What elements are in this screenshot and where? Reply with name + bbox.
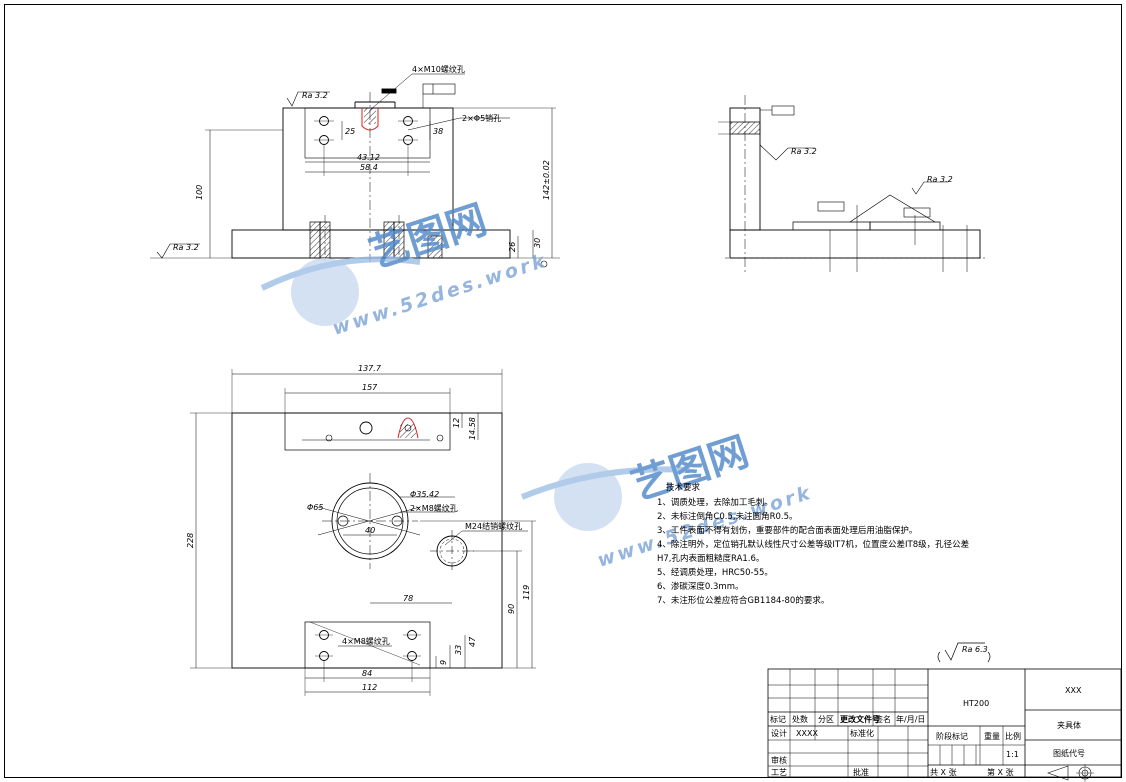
side-rough-top: Ra 3.2 — [791, 147, 817, 156]
rough-base-label: Ra 3.2 — [173, 243, 199, 252]
dim-112: 112 — [362, 683, 377, 692]
m8-upper-callout: 2×M8螺纹孔 — [410, 503, 458, 513]
dim-43-12: 43.12 — [357, 153, 380, 162]
note-4b: H7,孔内表面粗糙度RA1.6。 — [657, 553, 764, 564]
dim-25: 25 — [345, 127, 355, 136]
note-7: 7、未注形位公差应符合GB1184-80的要求。 — [657, 595, 829, 606]
dim-84: 84 — [362, 669, 372, 678]
scale-value: 1:1 — [1006, 750, 1019, 759]
watermark-brand-1: 艺图网 — [364, 197, 492, 278]
hdr-change-no: 更改文件号 — [840, 714, 880, 724]
note-2: 2、未标注倒角C0.5,未注圆角R0.5。 — [657, 511, 798, 522]
watermark-url-1: www.52des.work — [330, 249, 551, 339]
weight-label: 重量 — [984, 731, 1000, 741]
dim-9: 9 — [439, 660, 448, 665]
pin-callout: 2×Φ5销孔 — [462, 113, 501, 123]
design-label: 设计 — [771, 728, 787, 738]
plan-view-labels: 137.7 157 12 14.58 228 Φ65 Φ35.42 2×M8螺纹… — [186, 364, 531, 692]
dim-100: 100 — [195, 185, 204, 200]
dim-40: 40 — [365, 526, 375, 535]
dim-58-4: 58.4 — [360, 163, 378, 172]
hdr-mark: 标记 — [770, 714, 786, 724]
dim-78: 78 — [403, 594, 413, 603]
stage-mark: 阶段标记 — [936, 731, 968, 741]
process-label: 工艺 — [771, 768, 787, 777]
material: HT200 — [963, 699, 989, 708]
dim-30: 30 — [533, 238, 542, 248]
dim-228: 228 — [186, 533, 195, 548]
approve-label: 批准 — [853, 767, 869, 777]
note-5: 5、经调质处理，HRC50-55。 — [657, 567, 773, 578]
standardize-label: 标准化 — [850, 728, 874, 738]
note-4: 4、除注明外，定位销孔默认线性尺寸公差等级IT7机，位置度公差IT8级，孔径公差 — [657, 539, 969, 550]
side-view — [718, 95, 985, 272]
front-view-labels: Ra 3.2 Ra 3.2 4×M10螺纹孔 2×Φ5销孔 43.12 58.4… — [173, 64, 551, 252]
designer-value: XXXX — [796, 729, 818, 738]
sheet-number: 第 X 张 — [987, 767, 1014, 777]
side-view-labels: Ra 3.2 Ra 3.2 — [791, 147, 953, 184]
dim-12: 12 — [452, 418, 461, 428]
watermark-logo-1: 艺图网 www.52des.work — [260, 197, 551, 340]
thread-callout: 4×M10螺纹孔 — [412, 64, 465, 74]
sheet-border — [4, 4, 1122, 778]
note-3: 3、工件表面不得有划伤，重要部件的配合面表面处理后用油脂保护。 — [657, 525, 917, 536]
review-label: 审核 — [771, 755, 787, 765]
company: XXX — [1065, 686, 1082, 695]
sheet-total: 共 X 张 — [930, 768, 957, 777]
general-roughness: Ra 6.3 — [937, 642, 991, 663]
front-view — [150, 73, 560, 268]
dim-119: 119 — [522, 585, 531, 600]
general-roughness-label: Ra 6.3 — [962, 645, 988, 654]
dim-137-7: 137.7 — [358, 364, 382, 373]
drawing-number: 图纸代号 — [1053, 748, 1085, 758]
title-block-text: HT200 XXX 夹具体 图纸代号 阶段标记 重量 比例 1:1 共 X 张 … — [770, 686, 1085, 777]
scale-label: 比例 — [1005, 731, 1021, 741]
part-name: 夹具体 — [1057, 720, 1081, 730]
technical-notes: 技术要求 1、调质处理，去除加工毛刺。 2、未标注倒角C0.5,未注圆角R0.5… — [657, 482, 969, 606]
dim-phi65: Φ65 — [307, 503, 323, 512]
hdr-count: 处数 — [792, 714, 808, 724]
dim-33: 33 — [454, 645, 463, 655]
m8-lower-callout: 4×M8螺纹孔 — [342, 636, 390, 646]
rough-top-label: Ra 3.2 — [302, 91, 328, 100]
dim-142: 142±0.02 — [542, 160, 551, 200]
dim-90: 90 — [507, 604, 516, 614]
hdr-sign: 签名 — [875, 714, 891, 724]
title-block — [767, 668, 1122, 782]
dim-38: 38 — [433, 127, 443, 136]
dim-26: 26 — [508, 242, 517, 252]
dim-47: 47 — [468, 636, 477, 647]
dim-157: 157 — [362, 383, 378, 392]
notes-title: 技术要求 — [666, 482, 701, 493]
note-6: 6、渗碳深度0.3mm。 — [657, 581, 744, 592]
hdr-date: 年/月/日 — [896, 714, 925, 724]
dim-14-58: 14.58 — [468, 417, 477, 440]
side-rough-mid: Ra 3.2 — [927, 175, 953, 184]
plan-view — [190, 369, 536, 696]
dim-phi35-42: Φ35.42 — [410, 490, 439, 499]
note-1: 1、调质处理，去除加工毛刺。 — [657, 497, 773, 508]
hdr-zone: 分区 — [818, 715, 834, 724]
m24-callout: M24结销螺纹孔 — [465, 521, 522, 531]
